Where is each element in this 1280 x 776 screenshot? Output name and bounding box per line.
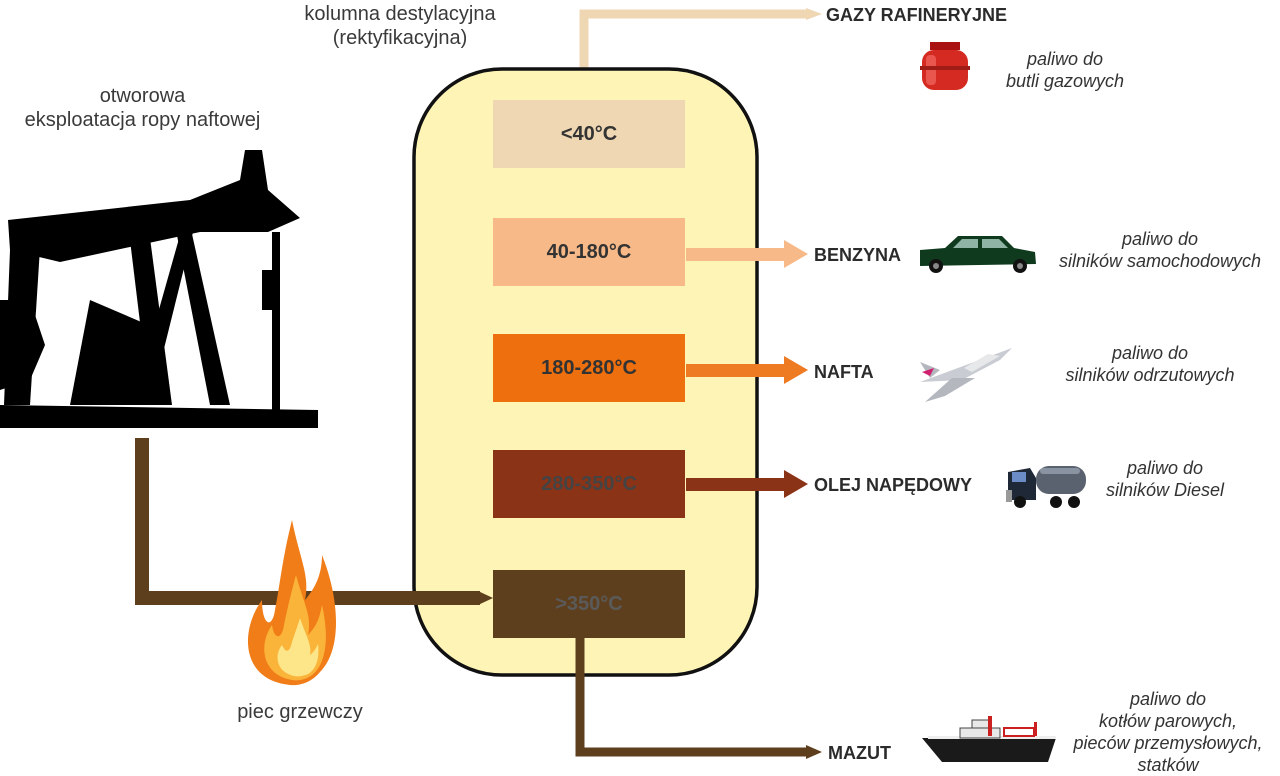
use-line: paliwo do	[1111, 343, 1189, 363]
product-olej: OLEJ NAPĘDOWY	[814, 475, 973, 495]
use-line: paliwo do	[1121, 229, 1199, 249]
nafta-arrow-shaft	[686, 364, 786, 377]
crude-oil-pipe-arrow	[478, 591, 493, 605]
tray-above-350: >350°C	[493, 570, 685, 638]
car-icon	[920, 236, 1036, 273]
truck-icon	[1006, 466, 1086, 508]
use-line: pieców przemysłowych,	[1073, 733, 1263, 753]
tray-label: 40-180°C	[546, 240, 632, 263]
jet-plane-icon	[920, 348, 1012, 402]
use-line: paliwo do	[1026, 49, 1104, 69]
benzyna-arrow-shaft	[686, 248, 786, 261]
product-nafta: NAFTA	[814, 362, 874, 382]
benzyna-arrow-head	[784, 240, 808, 268]
ship-icon	[922, 716, 1056, 762]
pump-title-line-1: otworowa	[99, 85, 186, 107]
product-benzyna: BENZYNA	[814, 245, 902, 265]
flame-icon	[247, 520, 336, 686]
column-title-line-2: (rektyfikacyjna)	[332, 27, 468, 49]
gas-pipe-arrow	[806, 8, 822, 20]
use-olej: paliwo do silników Diesel	[1090, 457, 1240, 501]
tray-label: >350°C	[555, 592, 623, 615]
use-gazy: paliwo do butli gazowych	[980, 48, 1150, 92]
product-gazy: GAZY RAFINERYJNE	[826, 5, 1008, 25]
tray-40-180: 40-180°C	[493, 218, 685, 286]
column-title-line-1: kolumna destylacyjna	[304, 3, 496, 25]
furnace-label: piec grzewczy	[237, 701, 363, 723]
tray-280-350: 280-350°C	[493, 450, 685, 518]
tray-label: 280-350°C	[541, 472, 637, 495]
tray-below-40: <40°C	[493, 100, 685, 168]
use-line: paliwo do	[1126, 458, 1204, 478]
pump-title: otworowa eksploatacja ropy naftowej	[0, 84, 285, 132]
mazut-pipe	[575, 636, 808, 757]
use-line: statków	[1137, 755, 1199, 775]
olej-arrow-shaft	[686, 478, 786, 491]
use-line: silników samochodowych	[1058, 251, 1262, 271]
crude-oil-pipe	[135, 438, 480, 605]
pump-jack-icon	[0, 150, 318, 428]
use-line: silników Diesel	[1105, 480, 1225, 500]
use-line: silników odrzutowych	[1065, 365, 1235, 385]
column-title: kolumna destylacyjna (rektyfikacyjna)	[280, 2, 520, 50]
gas-cylinder-icon	[920, 42, 970, 90]
nafta-arrow-head	[784, 356, 808, 384]
tray-label: <40°C	[560, 122, 618, 145]
use-nafta: paliwo do silników odrzutowych	[1050, 342, 1250, 386]
product-mazut: MAZUT	[828, 743, 891, 763]
tray-180-280: 180-280°C	[493, 334, 685, 402]
use-line: paliwo do	[1129, 689, 1207, 709]
pump-title-line-2: eksploatacja ropy naftowej	[24, 109, 261, 131]
use-line: kotłów parowych,	[1098, 711, 1238, 731]
mazut-pipe-arrow	[806, 745, 822, 759]
use-mazut: paliwo do kotłów parowych, pieców przemy…	[1062, 688, 1274, 776]
olej-arrow-head	[784, 470, 808, 498]
use-line: butli gazowych	[1005, 71, 1125, 91]
use-benzyna: paliwo do silników samochodowych	[1050, 228, 1270, 272]
tray-label: 180-280°C	[541, 356, 637, 379]
